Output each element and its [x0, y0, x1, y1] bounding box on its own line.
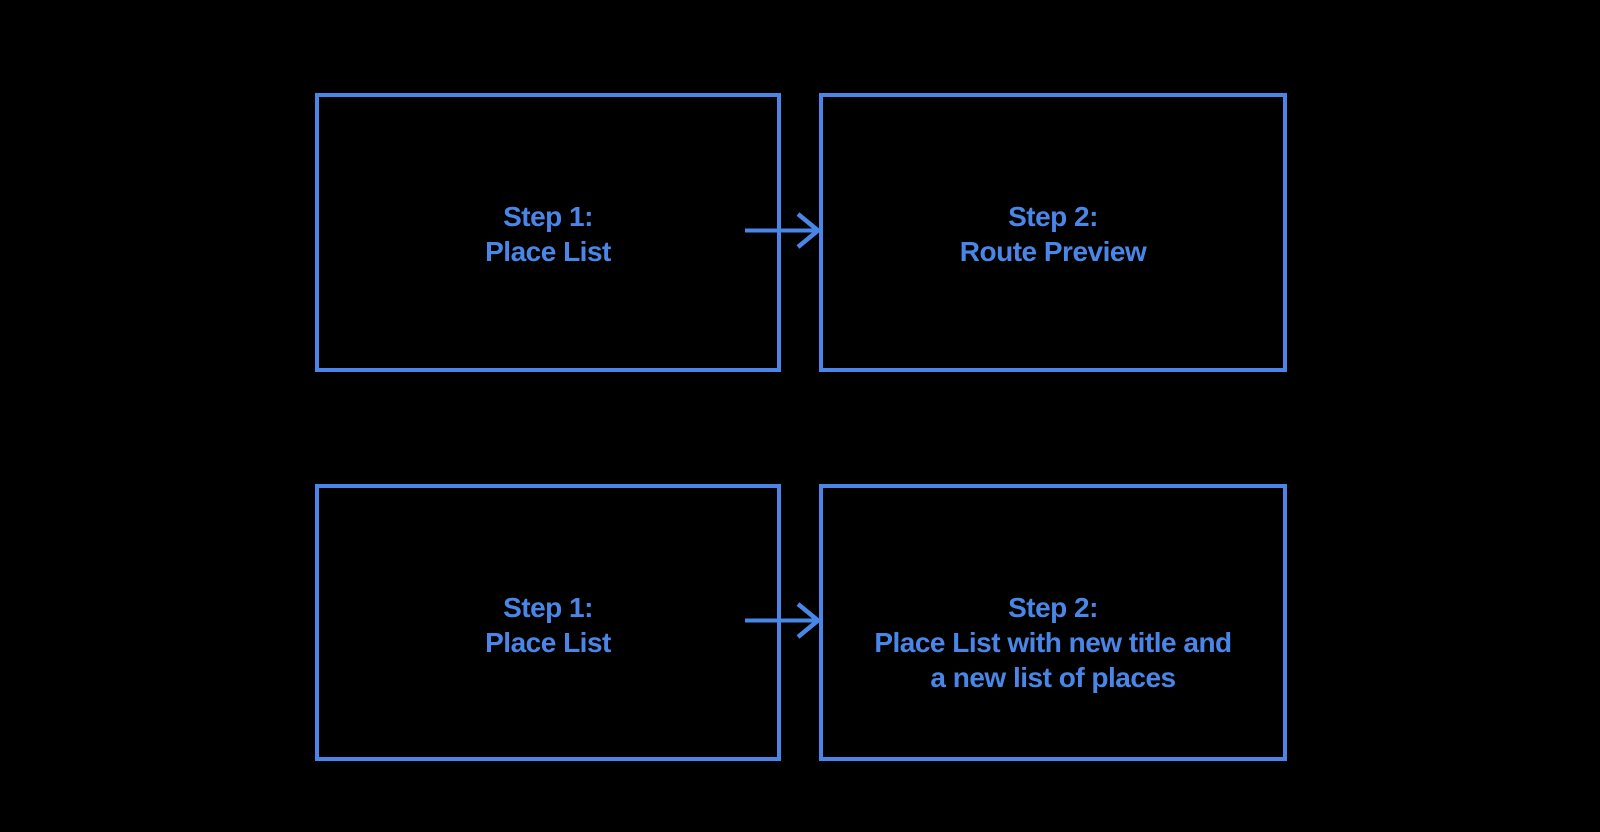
node-step1-place-list-row1: Step 1: Place List — [315, 93, 781, 372]
node-step2-place-list-new-title: Step 2: Place List with new title and a … — [819, 484, 1287, 761]
node-step2-route-preview: Step 2: Route Preview — [819, 93, 1287, 372]
flow-arrow-right-icon — [740, 600, 824, 642]
node-label-line: Step 1: — [503, 201, 593, 232]
flow-arrow-right-icon — [740, 210, 824, 252]
node-label: Step 2: Route Preview — [823, 199, 1283, 269]
node-label-line: Place List — [485, 627, 611, 658]
node-label-line: a new list of places — [930, 662, 1176, 693]
node-label-line: Step 1: — [503, 592, 593, 623]
node-label-line: Place List with new title and — [874, 627, 1232, 658]
node-label: Step 1: Place List — [319, 199, 777, 269]
node-label-line: Route Preview — [959, 236, 1147, 267]
node-label: Step 1: Place List — [319, 590, 777, 660]
node-label-line: Place List — [485, 236, 611, 267]
node-label-line: Step 2: — [1008, 592, 1098, 623]
node-step1-place-list-row2: Step 1: Place List — [315, 484, 781, 761]
node-label-line: Step 2: — [1008, 201, 1098, 232]
node-label: Step 2: Place List with new title and a … — [823, 590, 1283, 695]
